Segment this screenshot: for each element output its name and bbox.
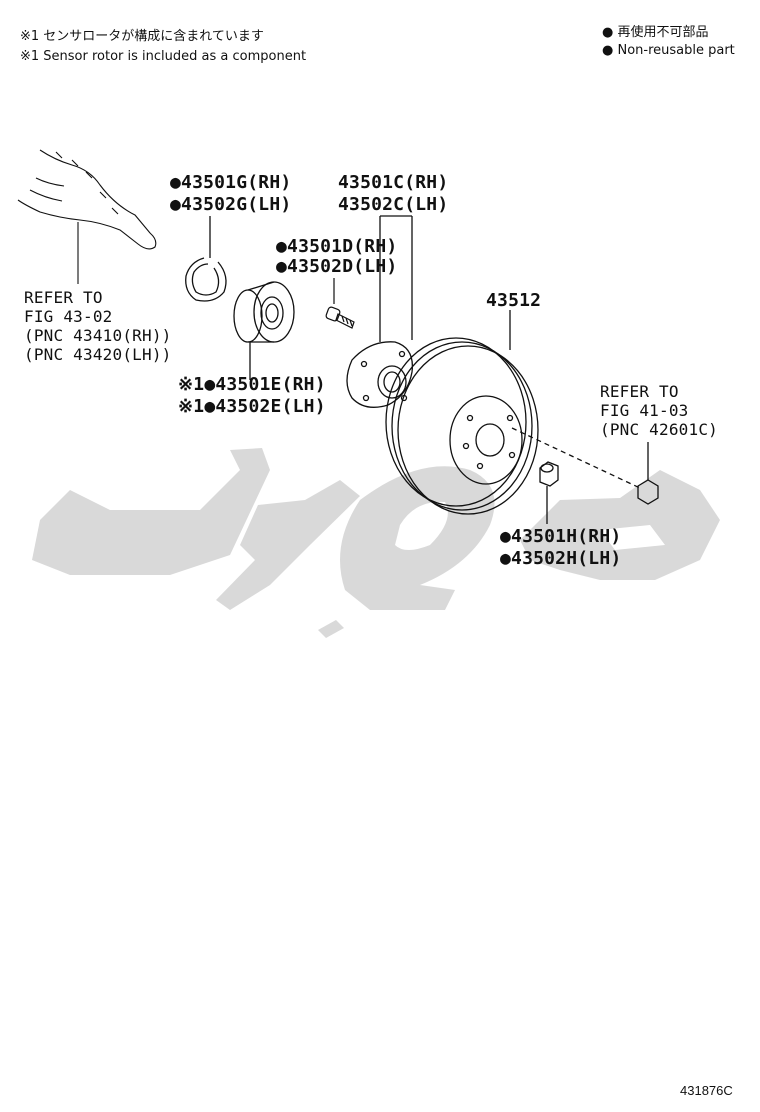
label-43501e[interactable]: ※1●43501E(RH) bbox=[178, 374, 326, 395]
refer-left-line4: (PNC 43420(LH)) bbox=[24, 345, 172, 364]
nut-drawing bbox=[539, 461, 559, 524]
legend-jp: ● 再使用不可部品 bbox=[602, 25, 709, 40]
watermark-logo bbox=[32, 448, 720, 638]
knuckle-hand-drawing bbox=[17, 149, 157, 284]
label-43512[interactable]: 43512 bbox=[486, 290, 542, 311]
refer-right-line1[interactable]: REFER TO bbox=[600, 382, 679, 401]
note-en: ※1 Sensor rotor is included as a compone… bbox=[20, 49, 307, 64]
figure-id: 431876C bbox=[680, 1083, 733, 1098]
refer-right-line2[interactable]: FIG 41-03 bbox=[600, 401, 689, 420]
snap-ring-drawing bbox=[185, 216, 227, 302]
hub-drawing bbox=[346, 215, 414, 408]
label-43501c[interactable]: 43501C(RH) bbox=[338, 172, 449, 193]
refer-left-line2[interactable]: FIG 43-02 bbox=[24, 307, 113, 326]
label-43502d[interactable]: ●43502D(LH) bbox=[276, 256, 398, 277]
hub-bolt-drawing bbox=[325, 278, 355, 329]
label-43501h[interactable]: ●43501H(RH) bbox=[500, 526, 622, 547]
label-43501g[interactable]: ●43501G(RH) bbox=[170, 172, 292, 193]
bearing-drawing bbox=[233, 281, 295, 380]
legend-en: ● Non-reusable part bbox=[602, 43, 735, 58]
note-jp: ※1 センサロータが構成に含まれています bbox=[20, 29, 264, 44]
label-43502g[interactable]: ●43502G(LH) bbox=[170, 194, 292, 215]
refer-left-line3: (PNC 43410(RH)) bbox=[24, 326, 172, 345]
label-43502c[interactable]: 43502C(LH) bbox=[338, 194, 449, 215]
label-43501d[interactable]: ●43501D(RH) bbox=[276, 236, 398, 257]
label-43502h[interactable]: ●43502H(LH) bbox=[500, 548, 622, 569]
disc-rotor-drawing bbox=[385, 310, 641, 515]
wheel-bolt-drawing bbox=[637, 442, 659, 505]
refer-right-line3: (PNC 42601C) bbox=[600, 420, 718, 439]
label-43502e[interactable]: ※1●43502E(LH) bbox=[178, 396, 326, 417]
refer-left-line1[interactable]: REFER TO bbox=[24, 288, 103, 307]
